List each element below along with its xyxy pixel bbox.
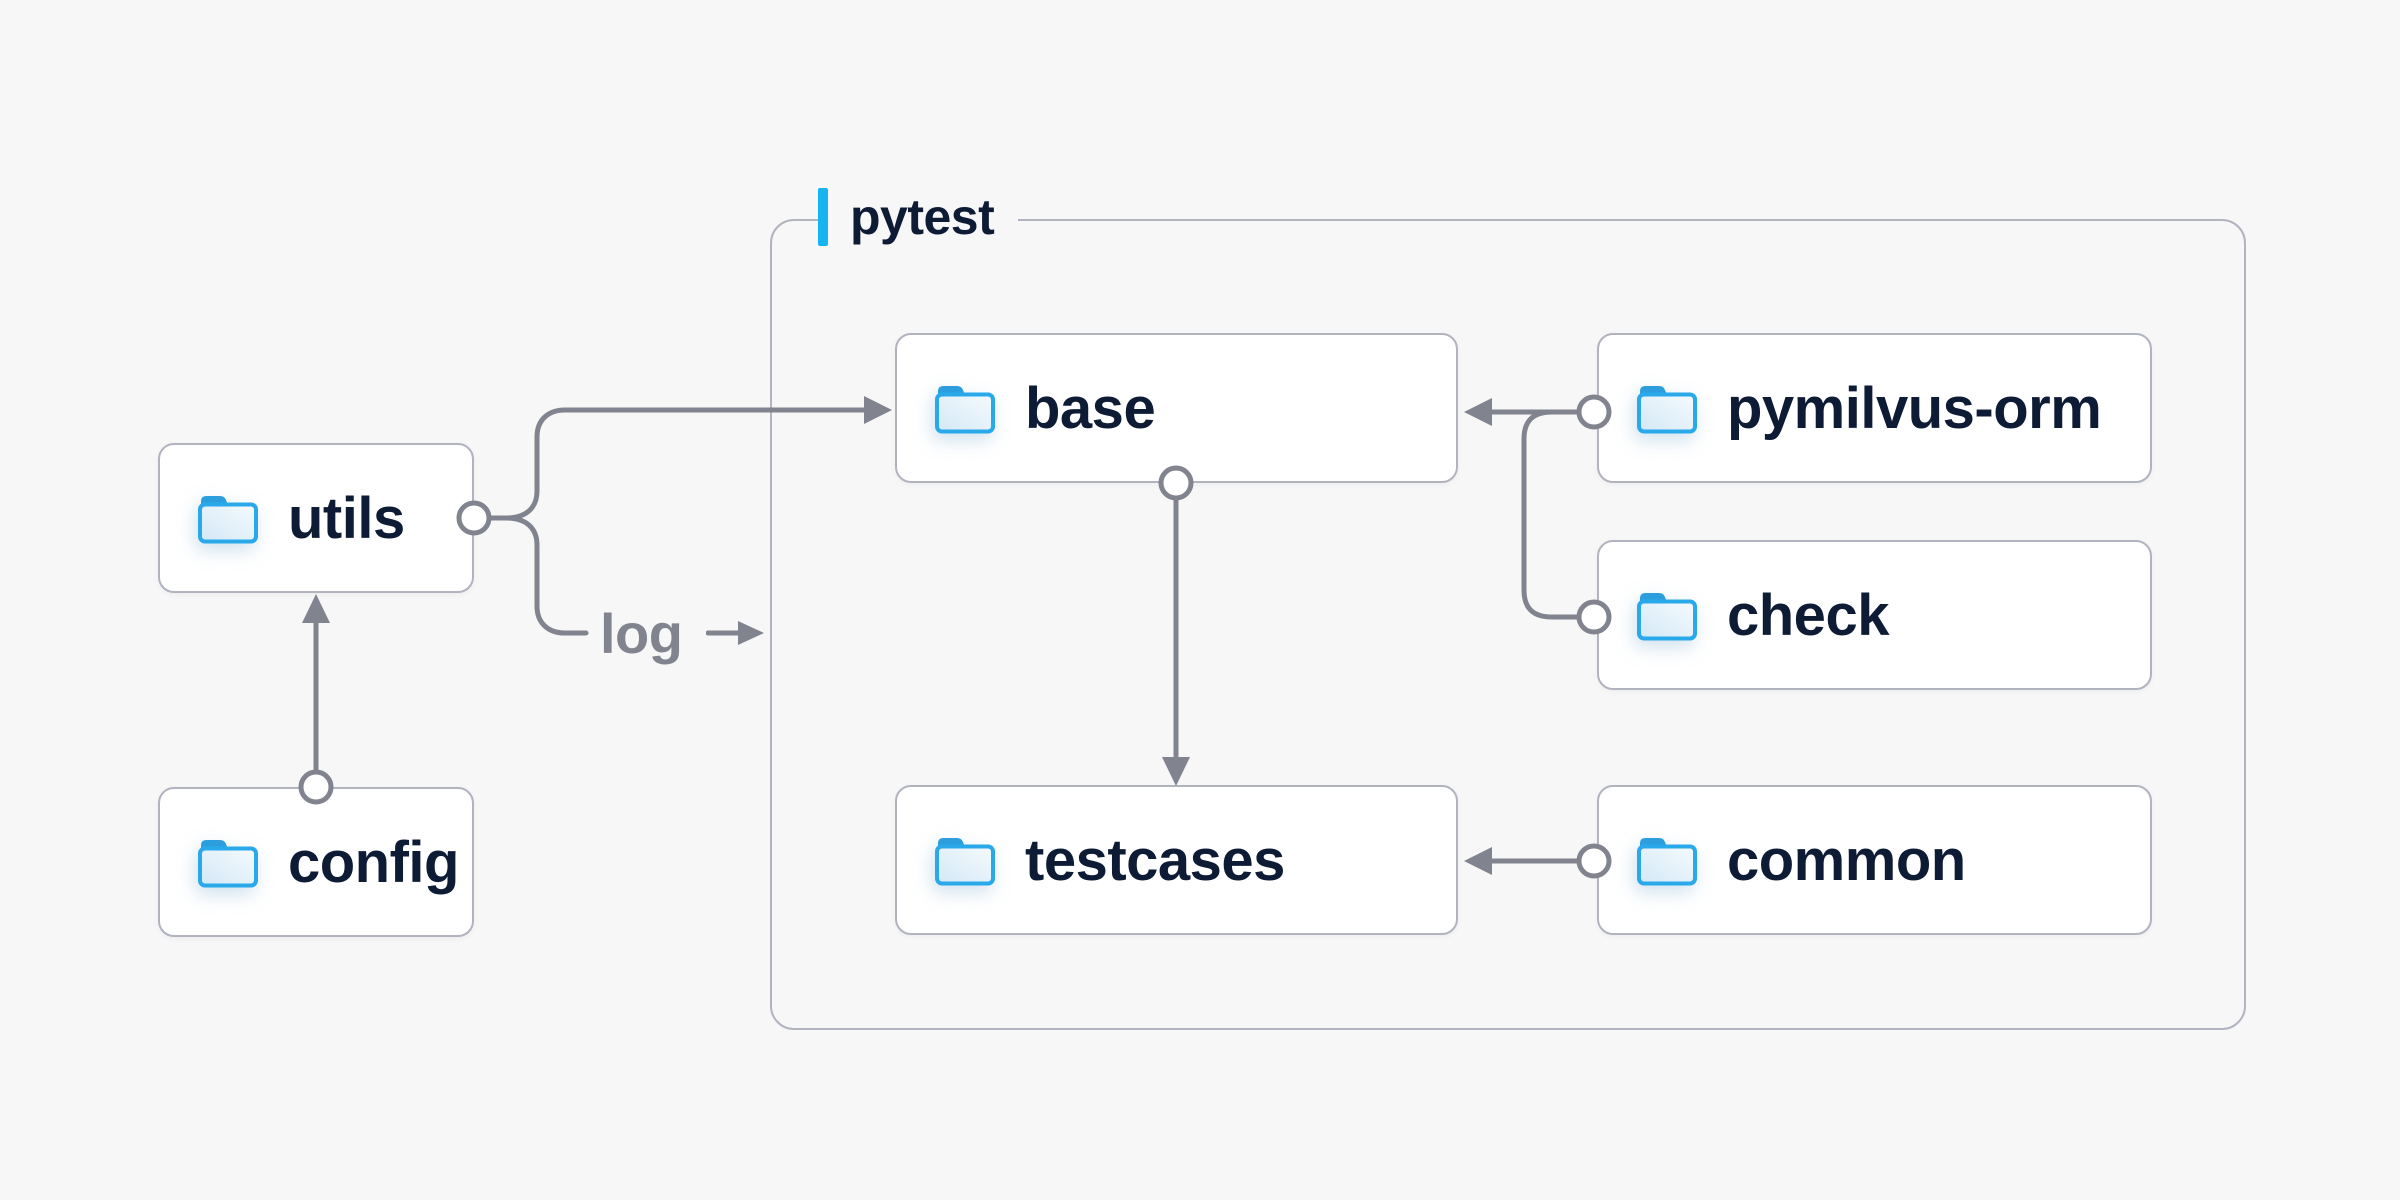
node-utils: utils <box>158 443 474 593</box>
folder-icon <box>1635 833 1699 887</box>
edge-utils-log <box>486 515 589 636</box>
folder-icon <box>196 491 260 545</box>
node-label: pymilvus-orm <box>1727 375 2102 441</box>
accent-bar <box>818 188 828 246</box>
edge-label-log: log <box>600 600 766 666</box>
node-label: utils <box>288 485 405 551</box>
node-label: config <box>288 829 459 895</box>
node-label: common <box>1727 827 1966 893</box>
folder-icon <box>933 381 997 435</box>
pytest-group-label: pytest <box>818 184 1019 250</box>
pytest-group <box>770 219 2246 1030</box>
node-label: base <box>1025 375 1156 441</box>
group-label-text: pytest <box>850 189 995 245</box>
folder-icon <box>1635 381 1699 435</box>
node-base: base <box>895 333 1458 483</box>
node-label: testcases <box>1025 827 1285 893</box>
folder-icon <box>1635 588 1699 642</box>
node-pymilvus-orm: pymilvus-orm <box>1597 333 2152 483</box>
node-common: common <box>1597 785 2152 935</box>
folder-icon <box>933 833 997 887</box>
log-arrow-icon <box>706 621 765 645</box>
node-config: config <box>158 787 474 937</box>
node-testcases: testcases <box>895 785 1458 935</box>
edge-label-log-text: log <box>600 601 683 665</box>
node-check: check <box>1597 540 2152 690</box>
node-label: check <box>1727 582 1889 648</box>
arrowhead-into-utils <box>302 594 330 623</box>
folder-icon <box>196 835 260 889</box>
